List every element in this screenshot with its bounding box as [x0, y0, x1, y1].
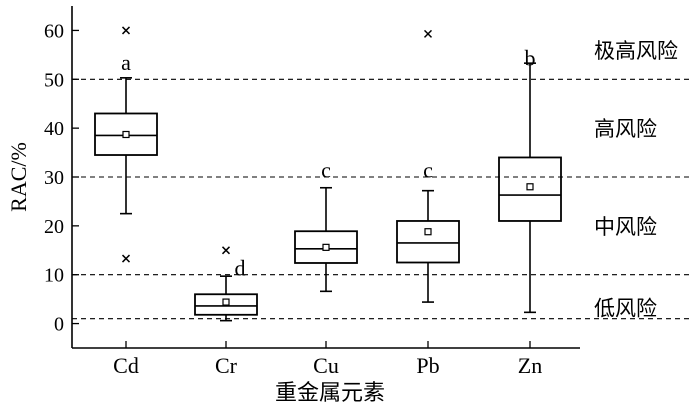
risk-level-label: 极高风险	[594, 39, 678, 63]
y-tick-label: 30	[44, 167, 64, 189]
significance-letter: c	[321, 158, 331, 183]
outlier-marker	[121, 254, 131, 263]
risk-level-label: 低风险	[594, 296, 657, 320]
interquartile-box	[396, 220, 460, 264]
interquartile-box	[498, 156, 562, 222]
x-tick-label: Zn	[518, 353, 542, 378]
x-tick-label: Cd	[113, 353, 139, 378]
mean-marker	[222, 298, 230, 306]
box-pb: c	[396, 29, 460, 303]
y-tick-label: 20	[44, 216, 64, 238]
interquartile-box	[194, 293, 258, 316]
y-axis-ticks: 0 10 20 30 40 50 60	[44, 20, 79, 336]
mean-marker	[322, 243, 330, 251]
y-axis-title: RAC/%	[6, 142, 31, 212]
x-tick-label: Cu	[313, 353, 339, 378]
interquartile-box	[94, 112, 158, 156]
y-tick-label: 40	[44, 118, 64, 140]
x-axis-ticks: Cd Cr Cu Pb Zn	[113, 341, 542, 378]
box-plot-series: a d c c b	[94, 26, 562, 322]
outlier-stroke	[121, 26, 131, 35]
risk-level-label: 高风险	[594, 117, 657, 141]
risk-threshold-lines	[72, 78, 692, 320]
outlier-marker	[221, 246, 231, 255]
significance-letter: b	[525, 45, 536, 70]
outlier-marker	[121, 26, 131, 35]
mean-marker	[122, 130, 130, 139]
y-tick-label: 10	[44, 265, 64, 287]
y-tick-label: 50	[44, 69, 64, 91]
outlier-stroke	[121, 254, 131, 263]
x-axis-title: 重金属元素	[275, 380, 385, 405]
outlier-marker	[423, 29, 433, 38]
mean-marker	[526, 183, 534, 191]
significance-letter: c	[423, 158, 433, 183]
y-tick-label: 60	[44, 20, 64, 42]
box-cd: a	[94, 26, 158, 263]
x-tick-label: Pb	[416, 353, 439, 378]
outlier-stroke	[221, 246, 231, 255]
risk-level-label: 中风险	[594, 215, 657, 239]
interquartile-box	[294, 230, 358, 264]
significance-letter: a	[121, 50, 131, 75]
mean-marker	[424, 228, 432, 236]
box-cu: c	[294, 158, 358, 293]
box-cr: d	[194, 246, 258, 322]
outlier-stroke	[423, 29, 433, 38]
significance-letter: d	[235, 255, 246, 280]
box-zn: b	[498, 45, 562, 314]
x-tick-label: Cr	[215, 353, 238, 378]
y-tick-label: 0	[54, 314, 64, 336]
